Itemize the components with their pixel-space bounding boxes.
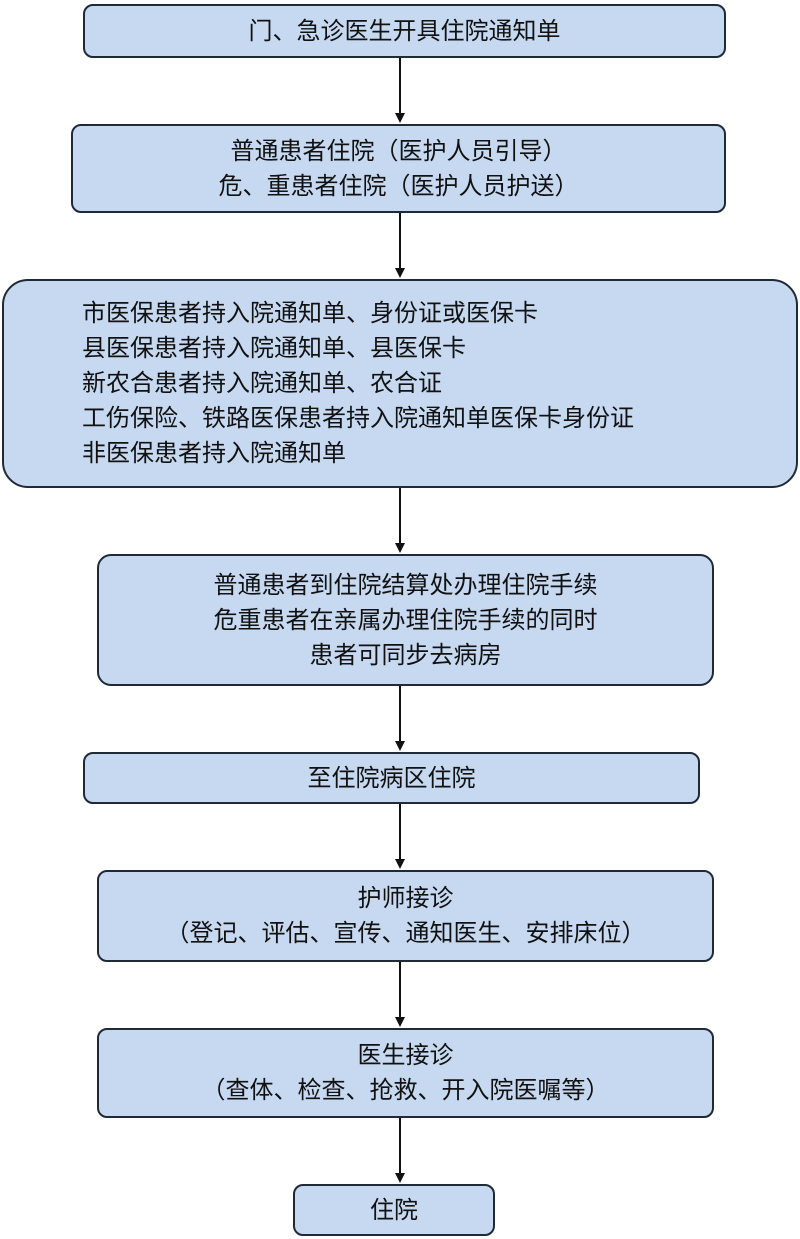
step-text: 医生接诊 — [357, 1041, 454, 1069]
step-nurse-reception: 护师接诊 （登记、评估、宣传、通知医生、安排床位） — [97, 870, 714, 962]
step-text: 新农合患者持入院通知单、农合证 — [82, 369, 442, 397]
step-doctor-reception: 医生接诊 （查体、检查、抢救、开入院医嘱等） — [97, 1028, 714, 1118]
step-text: （查体、检查、抢救、开入院医嘱等） — [201, 1076, 610, 1104]
step-text: 护师接诊 — [357, 884, 454, 912]
step-text: 非医保患者持入院通知单 — [82, 439, 346, 467]
step-text: 患者可同步去病房 — [309, 640, 502, 669]
step-text: 普通患者到住院结算处办理住院手续 — [213, 570, 598, 599]
step-text: 县医保患者持入院通知单、县医保卡 — [82, 334, 466, 362]
step-text: 至住院病区住院 — [307, 763, 476, 792]
step-text: 工伤保险、铁路医保患者持入院通知单医保卡身份证 — [82, 404, 634, 432]
step-required-documents: 市医保患者持入院通知单、身份证或医保卡 县医保患者持入院通知单、县医保卡 新农合… — [2, 279, 798, 488]
step-text: 危、重患者住院（医护人员护送） — [218, 171, 579, 200]
step-patient-admission: 普通患者住院（医护人员引导） 危、重患者住院（医护人员护送） — [71, 124, 726, 213]
step-text: 危重患者在亲属办理住院手续的同时 — [213, 605, 598, 634]
step-hospitalized: 住院 — [293, 1184, 495, 1236]
step-go-to-ward: 至住院病区住院 — [83, 752, 700, 804]
step-text: 住院 — [370, 1195, 418, 1224]
step-text: 普通患者住院（医护人员引导） — [230, 136, 567, 165]
step-text: （登记、评估、宣传、通知医生、安排床位） — [165, 919, 646, 947]
step-text: 市医保患者持入院通知单、身份证或医保卡 — [82, 299, 538, 327]
step-issue-admission-notice: 门、急诊医生开具住院通知单 — [83, 4, 726, 58]
step-admission-procedures: 普通患者到住院结算处办理住院手续 危重患者在亲属办理住院手续的同时 患者可同步去… — [97, 554, 714, 686]
step-text: 门、急诊医生开具住院通知单 — [248, 16, 561, 45]
